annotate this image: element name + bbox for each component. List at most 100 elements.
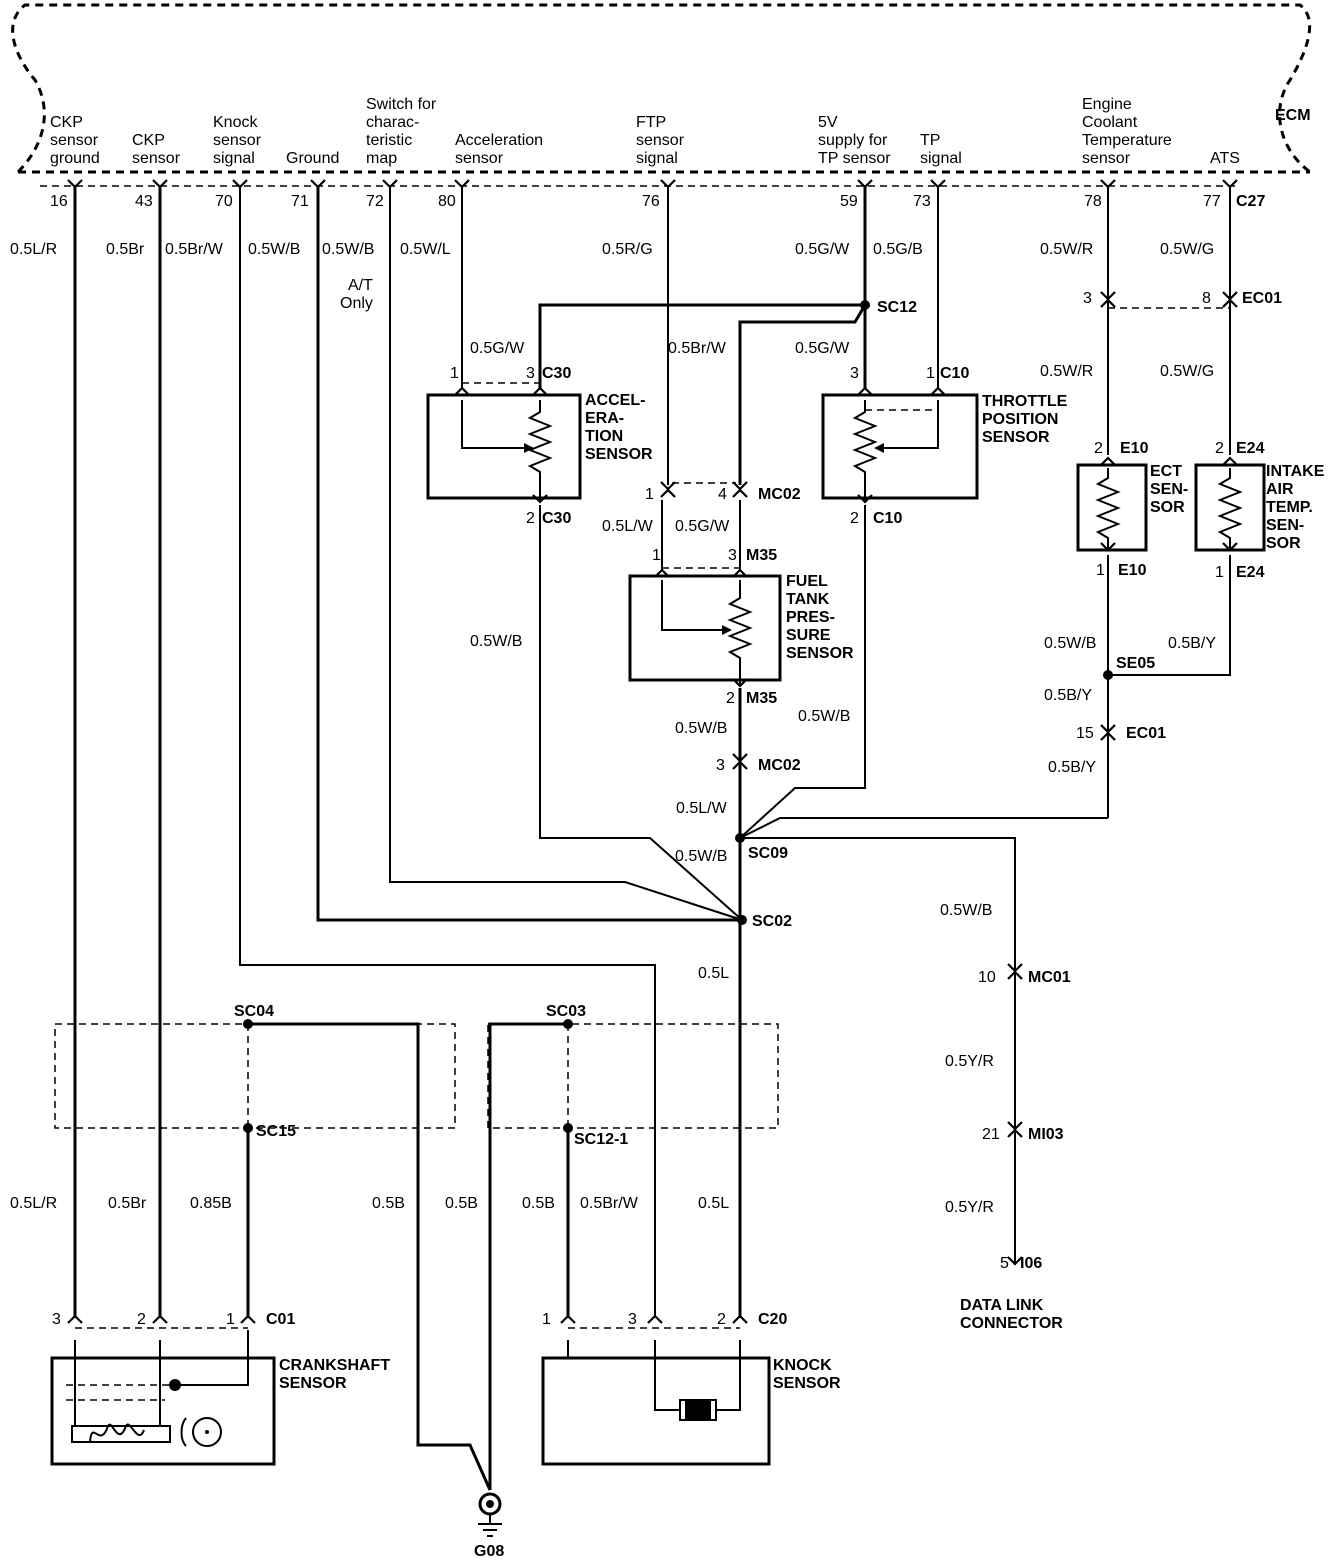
connector-chevron-2 [232,179,248,189]
connector-chevron-4 [382,179,398,189]
connector-chevron-33 [67,1314,83,1324]
component-label-crank-1: SENSOR [279,1375,347,1392]
mi03-pin21: 21 [982,1126,1000,1143]
pin-77: 77 [1203,193,1221,210]
connector-chevron-29 [1100,724,1116,741]
pin-78: 78 [1084,193,1102,210]
ecm-label: ECM [1275,107,1311,124]
connector-chevron-10 [1222,179,1238,189]
e24b-name: E24 [1236,564,1265,581]
wire-color-labels: 0.5G/W 0.5Br/W 0.5G/W 0.5W/R 0.5W/G 0.5L… [10,340,1216,1216]
wire-16: 0.5L/R [10,241,57,258]
component-label-ect-2: SOR [1150,499,1185,516]
wire-paths [73,185,1231,1491]
wire-iat-b-y: 0.5B/Y [1168,635,1216,652]
resistor-symbols [461,400,1243,684]
component-label-ftp-1: TANK [786,591,830,608]
c10a-pin3: 3 [850,365,859,382]
ecm-pin-label-5v-2: TP sensor [818,150,891,167]
wire-dlc-y-r1: 0.5Y/R [945,1053,994,1070]
ecm-pin-label-ftp-1: sensor [636,132,685,149]
crankshaft-coil [66,1340,222,1447]
wire-71: 0.5W/B [248,241,300,258]
mc02a-name: MC02 [758,486,801,503]
ecm-pin-label-switch-map-2: teristic [366,132,412,149]
pin-43: 43 [135,193,153,210]
ecm-pin-label-ftp-2: signal [636,150,678,167]
connector-dashes [75,307,1230,1329]
ecm-pin-label-ftp-0: FTP [636,114,666,131]
c10a-pin1: 1 [926,365,935,382]
wire-tps-w-b: 0.5W/B [798,708,850,725]
component-label-tps-2: SENSOR [982,429,1050,446]
wire-tps-g-w: 0.5G/W [795,340,850,357]
component-label-ftp-4: SENSOR [786,645,854,662]
splice-sc12-dot [860,300,870,310]
splice-se05-dot [1103,670,1113,680]
connector-chevron-35 [240,1314,256,1324]
c01-pin2: 2 [137,1311,146,1328]
ecm-pin-label-switch-map-3: map [366,150,397,167]
m35b-name: M35 [746,690,777,707]
connector-chevron-24 [732,753,748,770]
e10a-name: E10 [1120,440,1149,457]
component-label-tps-1: POSITION [982,411,1058,428]
c30a-pin1: 1 [450,365,459,382]
wire-crank-l-r: 0.5L/R [10,1195,57,1212]
pin-73: 73 [913,193,931,210]
label-sc09: SC09 [748,845,788,862]
pin-70: 70 [215,193,233,210]
wire-knock-b: 0.5B [522,1195,555,1212]
connector-chevrons [67,179,1238,1324]
mc02a-pin1: 1 [645,486,654,503]
component-label-accel-2: TION [585,428,623,445]
label-se05: SE05 [1116,655,1155,672]
c10b-pin2: 2 [850,510,859,527]
splice-dots [169,300,1113,1391]
component-label-iat-1: AIR [1266,481,1294,498]
component-label-dlc-1: CONNECTOR [960,1315,1063,1332]
wire-crank-085b: 0.85B [190,1195,232,1212]
c20-pin3: 3 [628,1311,637,1328]
splice-sc03-dot [563,1019,573,1029]
pin-numbers: 16 43 70 71 72 80 76 59 73 78 77 C27 [50,193,1265,210]
connector-chevron-28 [1222,542,1238,552]
connector-chevron-8 [930,179,946,189]
wire-ftp-w-b: 0.5W/B [675,720,727,737]
wire-ect-w-r: 0.5W/R [1040,363,1093,380]
e24a-pin2: 2 [1215,440,1224,457]
e10b-name: E10 [1118,562,1147,579]
connector-chevron-19 [660,481,676,498]
splice-sc12-1-dot [563,1123,573,1133]
component-label-accel-0: ACCEL- [585,392,645,409]
ecm-wire-colors: 0.5L/R 0.5Br 0.5Br/W 0.5W/B 0.5W/B 0.5W/… [10,241,1214,258]
ground-symbol [478,1492,502,1537]
ecm-pin-label-knock-1: sensor [213,132,262,149]
wire-78: 0.5W/R [1040,241,1093,258]
mc02b-name: MC02 [758,757,801,774]
component-label-ftp-0: FUEL [786,573,828,590]
connector-chevron-36 [560,1314,576,1324]
component-label-accel-1: ERA- [585,410,624,427]
wire-72: 0.5W/B [322,241,374,258]
component-label-accel-3: SENSOR [585,446,653,463]
component-label-tps-0: THROTTLE [982,393,1068,410]
pin-80: 80 [438,193,456,210]
connector-chevron-14 [532,386,548,396]
connector-chevron-0 [67,179,83,189]
i06-pin5: 5 [1000,1255,1009,1272]
label-sc15: SC15 [256,1123,296,1140]
ground-g08-label: G08 [474,1543,504,1560]
connector-chevron-23 [732,678,748,688]
component-label-crank-0: CRANKSHAFT [279,1357,390,1374]
ecm-pin-label-ckp-gnd-0: CKP [50,114,83,131]
component-label-dlc-0: DATA LINK [960,1297,1044,1314]
wire-59: 0.5G/W [795,241,850,258]
ec01a-pin3: 3 [1083,290,1092,307]
connector-chevron-26 [1222,456,1238,466]
connector-chevron-3 [310,179,326,189]
connector-chevron-21 [654,568,670,578]
component-label-iat-0: INTAKE [1266,463,1325,480]
connector-chevron-11 [1100,291,1116,308]
splice-sc04-dot [243,1019,253,1029]
